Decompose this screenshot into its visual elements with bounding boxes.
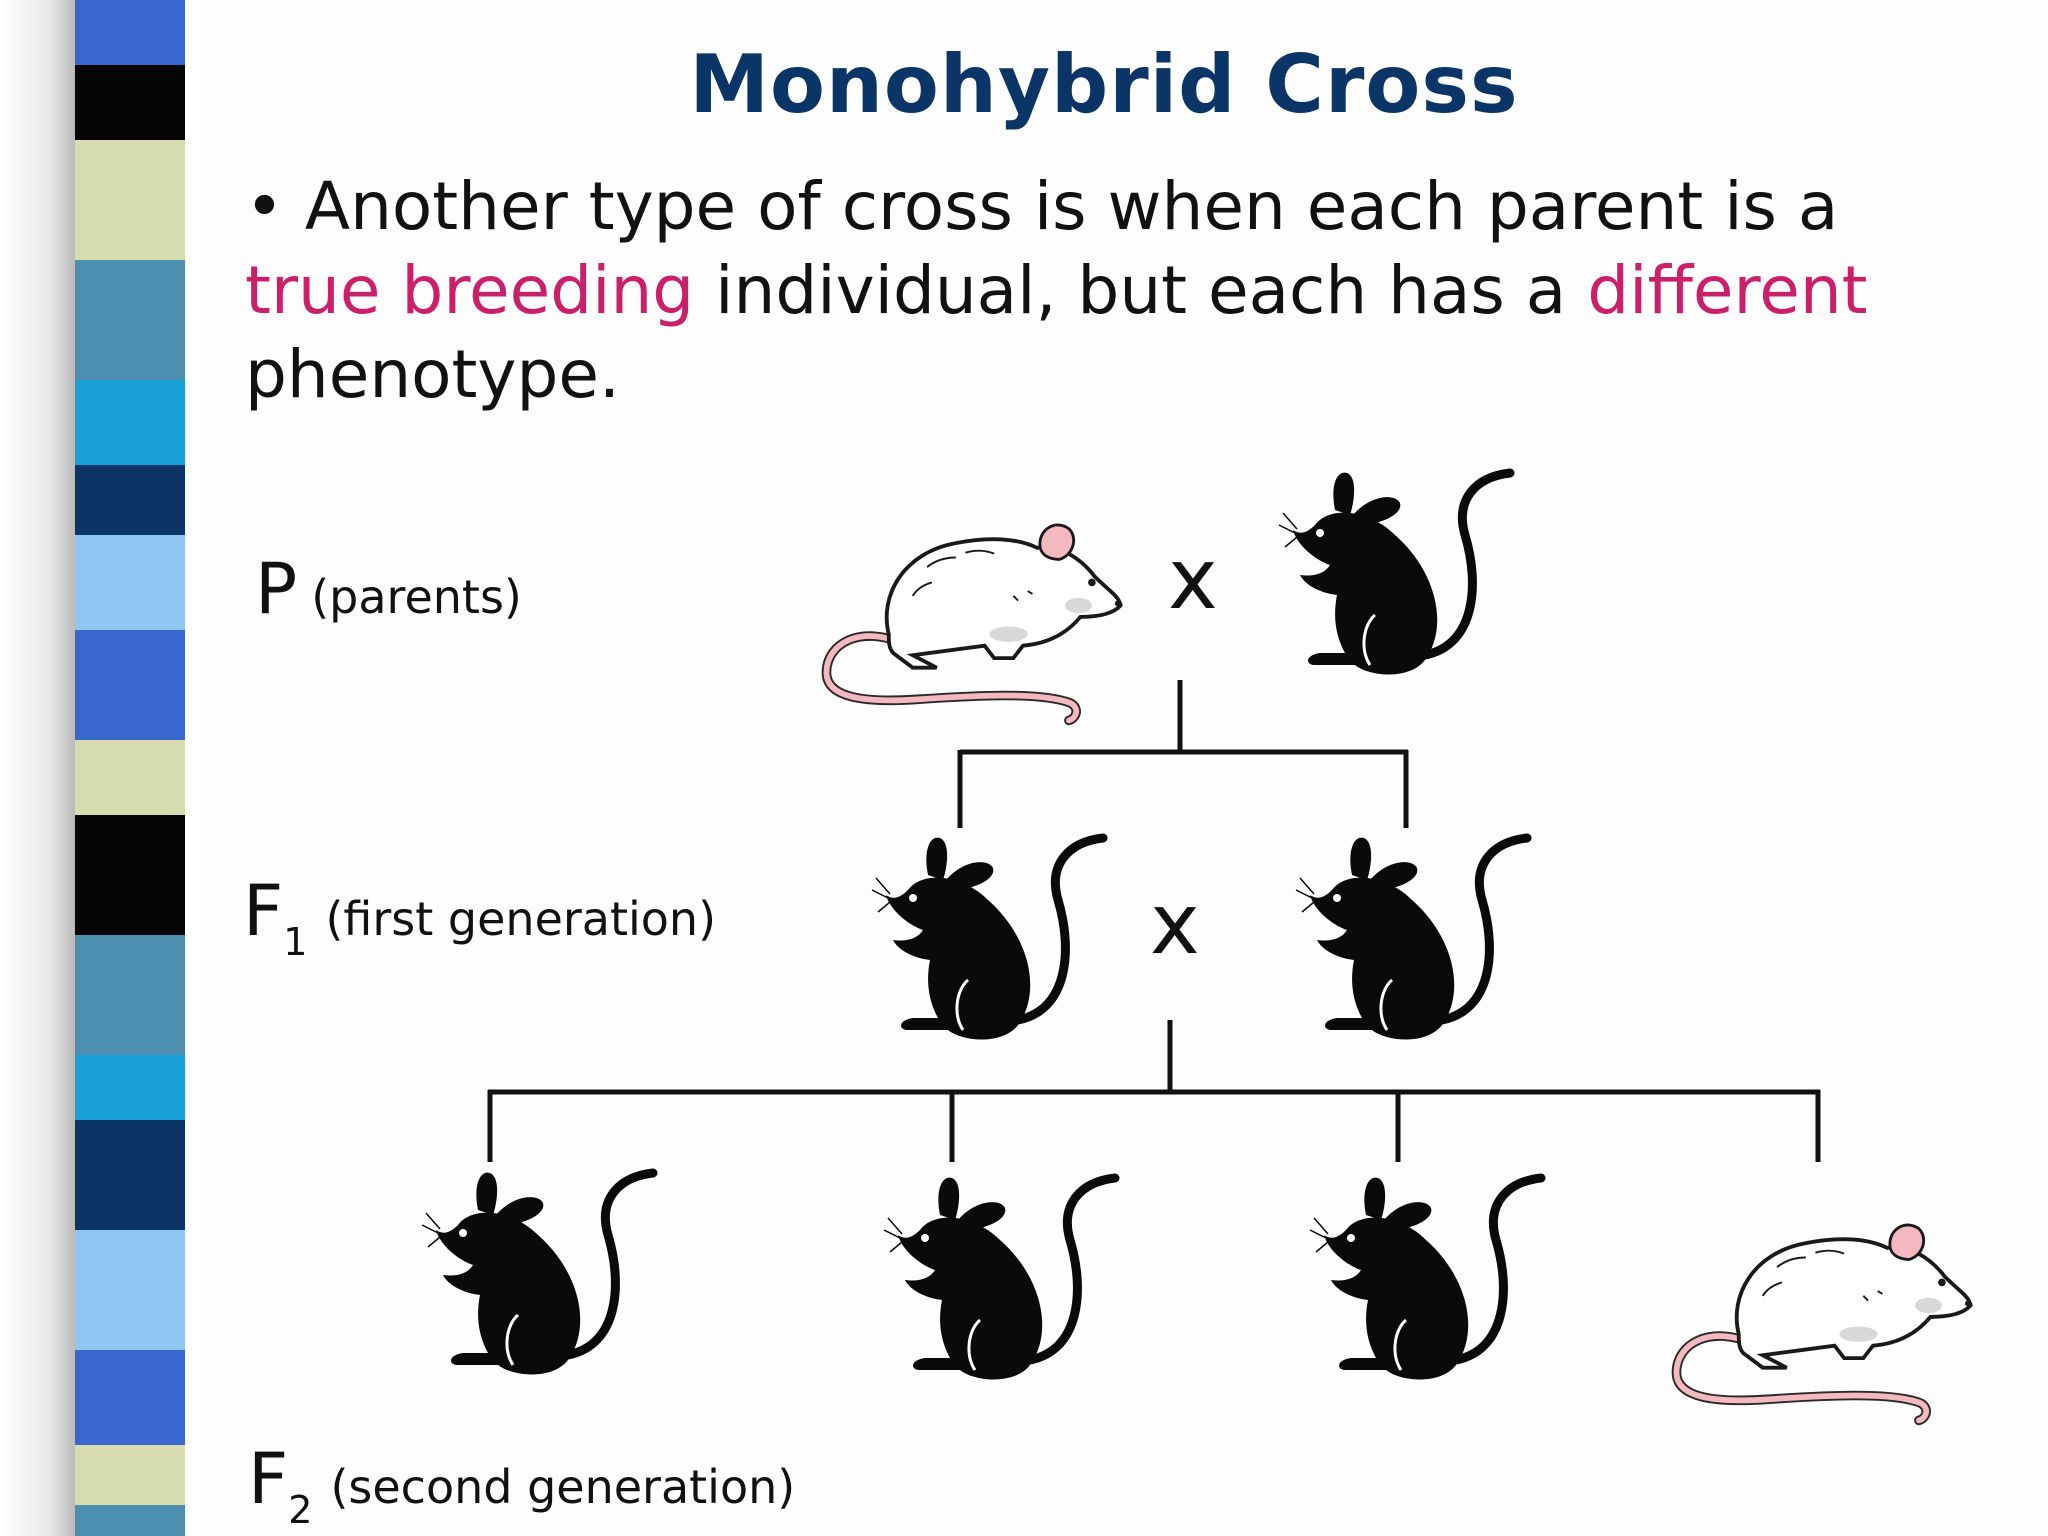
bullet-part-2: individual, but each has a [694, 252, 1588, 329]
generation-label-f2: F2 (second generation) [248, 1438, 796, 1532]
highlight-true-breeding: true breeding [245, 252, 695, 329]
f2-black-mouse-1-icon [418, 1165, 658, 1385]
generation-letter: P [255, 548, 298, 630]
decorative-stripe-sidebar [0, 0, 200, 1536]
generation-label-p: P(parents) [255, 548, 522, 630]
generation-description: (second generation) [330, 1460, 796, 1514]
generation-label-f1: F1 (first generation) [243, 870, 717, 964]
generation-description: (first generation) [325, 892, 717, 946]
f2-black-mouse-3-icon [1306, 1170, 1546, 1390]
cross-symbol-f1: x [1150, 875, 1200, 973]
generation-subscript: 2 [288, 1488, 313, 1532]
bullet-part-3: phenotype. [245, 336, 620, 413]
bullet-marker: • [245, 168, 284, 245]
f2-black-mouse-2-icon [880, 1170, 1120, 1390]
f1-black-mouse-1-icon [868, 830, 1108, 1050]
generation-letter: F [243, 870, 284, 952]
bullet-text: • Another type of cross is when each par… [245, 165, 1985, 417]
p-white-mouse-icon [810, 500, 1140, 730]
slide-title: Monohybrid Cross [689, 38, 1519, 131]
bullet-part-1: Another type of cross is when each paren… [304, 168, 1839, 245]
generation-description: (parents) [311, 570, 522, 624]
f1-black-mouse-2-icon [1292, 830, 1532, 1050]
cross-symbol-p: x [1168, 530, 1218, 628]
generation-subscript: 1 [283, 920, 308, 964]
highlight-different: different [1587, 252, 1868, 329]
p-black-mouse-icon [1275, 465, 1515, 685]
f2-white-mouse-icon [1660, 1200, 1990, 1430]
generation-letter: F [248, 1438, 289, 1520]
